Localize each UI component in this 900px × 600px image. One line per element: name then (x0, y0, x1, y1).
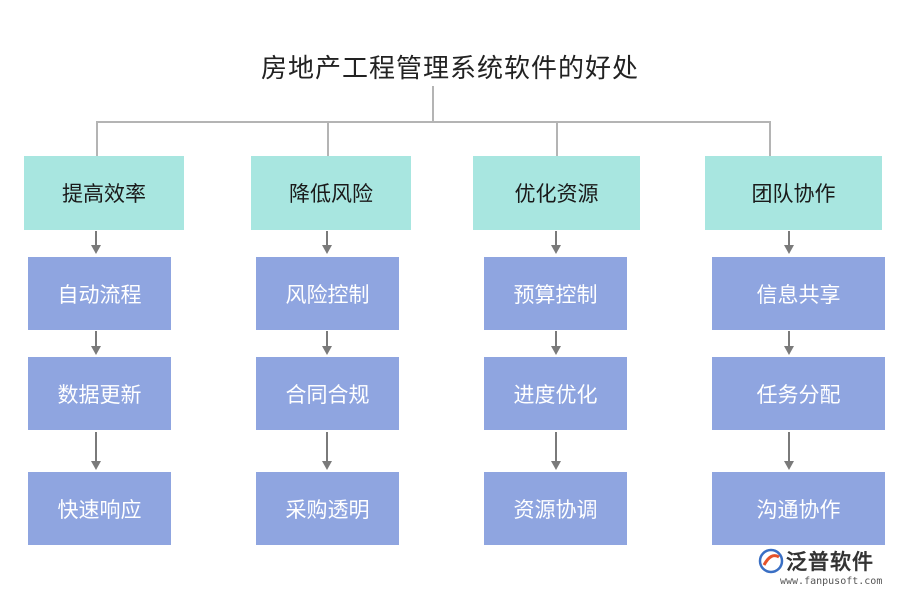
logo-mark-icon (758, 548, 784, 574)
arrow-down (784, 331, 794, 355)
benefit-box: 信息共享 (712, 257, 885, 330)
arrow-down (551, 432, 561, 470)
benefit-box: 沟通协作 (712, 472, 885, 545)
arrow-down (91, 331, 101, 355)
trunk-line (432, 86, 434, 122)
brand-logo: 泛普软件 www.fanpusoft.com (758, 546, 890, 592)
benefit-box: 采购透明 (256, 472, 399, 545)
drop-line-2 (327, 121, 329, 156)
arrow-down (322, 231, 332, 254)
benefit-box: 风险控制 (256, 257, 399, 330)
category-box: 提高效率 (24, 156, 184, 230)
arrow-down (322, 331, 332, 355)
arrow-down (784, 432, 794, 470)
logo-name: 泛普软件 (786, 550, 874, 574)
category-box: 团队协作 (705, 156, 882, 230)
arrow-down (322, 432, 332, 470)
branch-line (96, 121, 770, 123)
drop-line-3 (556, 121, 558, 156)
benefit-box: 进度优化 (484, 357, 627, 430)
arrow-down (784, 231, 794, 254)
logo-url: www.fanpusoft.com (780, 576, 883, 587)
benefit-box: 合同合规 (256, 357, 399, 430)
benefit-box: 资源协调 (484, 472, 627, 545)
benefit-box: 数据更新 (28, 357, 171, 430)
category-box: 降低风险 (251, 156, 411, 230)
benefit-box: 预算控制 (484, 257, 627, 330)
arrow-down (551, 331, 561, 355)
arrow-down (551, 231, 561, 254)
arrow-down (91, 432, 101, 470)
diagram-title: 房地产工程管理系统软件的好处 (260, 54, 639, 84)
drop-line-4 (769, 121, 771, 156)
benefit-box: 快速响应 (28, 472, 171, 545)
benefit-box: 自动流程 (28, 257, 171, 330)
benefit-box: 任务分配 (712, 357, 885, 430)
drop-line-1 (96, 121, 98, 156)
category-box: 优化资源 (473, 156, 640, 230)
arrow-down (91, 231, 101, 254)
